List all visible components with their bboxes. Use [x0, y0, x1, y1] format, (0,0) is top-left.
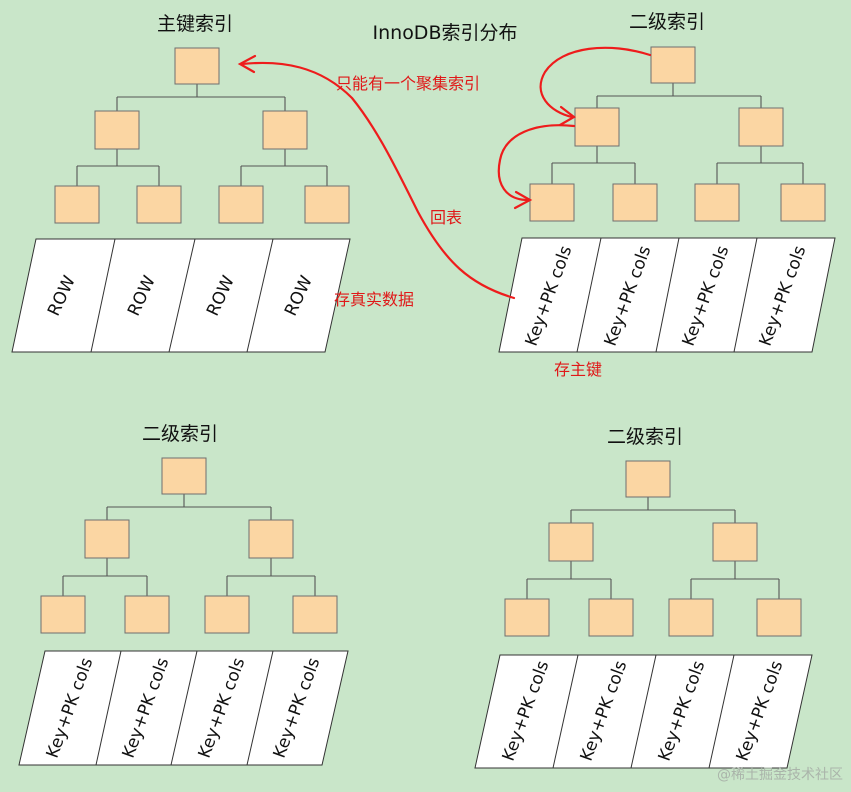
leaf-node [54, 185, 100, 224]
secondary-index-tree: 二级索引 Key+PK cols Key+PK cols Key+PK cols… [474, 426, 813, 769]
arrowhead [558, 105, 576, 127]
root-node [625, 460, 671, 498]
leaf-node [304, 185, 350, 224]
leaf-node [694, 183, 740, 222]
leaf-node [529, 183, 575, 222]
leaf-node [292, 595, 338, 634]
annotation-arrows [237, 46, 652, 300]
clustered-index-note: 只能有一个聚集索引 [336, 74, 480, 93]
leaf-node [136, 185, 182, 224]
leaf-node [756, 598, 802, 637]
tree-title: 二级索引 [142, 423, 218, 445]
branch-node [94, 110, 140, 150]
branch-node [738, 107, 784, 147]
tree-title: 二级索引 [607, 426, 683, 448]
root-to-branch-arrow [539, 46, 652, 119]
leaf-node [218, 185, 264, 224]
tree-title: 二级索引 [629, 11, 705, 33]
root-node [174, 47, 220, 85]
branch-node [548, 522, 594, 562]
leaf-node [504, 598, 550, 637]
branch-node [248, 519, 294, 559]
stores-real-data-note: 存真实数据 [334, 290, 414, 309]
back-to-table-arrow [240, 61, 516, 300]
root-node [161, 457, 207, 495]
leaf-node [588, 598, 634, 637]
leaf-node [668, 598, 714, 637]
watermark: @稀土掘金技术社区 [717, 767, 843, 783]
leaf-node [612, 183, 658, 222]
secondary-index-tree: 二级索引 Key+PK cols Key+PK cols Key+PK cols… [18, 423, 349, 766]
leaf-node [780, 183, 826, 222]
secondary-index-tree: 二级索引 Key+PK cols Key+PK cols Key+PK cols… [498, 11, 836, 353]
arrowhead [237, 54, 257, 74]
branch-node [574, 107, 620, 147]
leaf-node [204, 595, 250, 634]
branch-node [712, 522, 758, 562]
tree-edges [526, 497, 780, 599]
primary-key-index-tree: 主键索引 ROW ROW ROW ROW [11, 13, 351, 353]
leaf-node [40, 595, 86, 634]
tree-title: 主键索引 [157, 13, 233, 35]
stores-primary-key-note: 存主键 [554, 360, 602, 379]
root-node [650, 46, 696, 84]
tree-edges [76, 84, 328, 186]
tree-edges [551, 83, 804, 184]
branch-to-leaf-arrow [497, 124, 576, 202]
back-to-table-note: 回表 [430, 208, 462, 227]
branch-node [262, 110, 308, 150]
tree-edges [62, 494, 316, 596]
diagram-title: InnoDB索引分布 [373, 22, 518, 44]
leaf-node [124, 595, 170, 634]
arrowhead [513, 190, 533, 210]
branch-node [84, 519, 130, 559]
